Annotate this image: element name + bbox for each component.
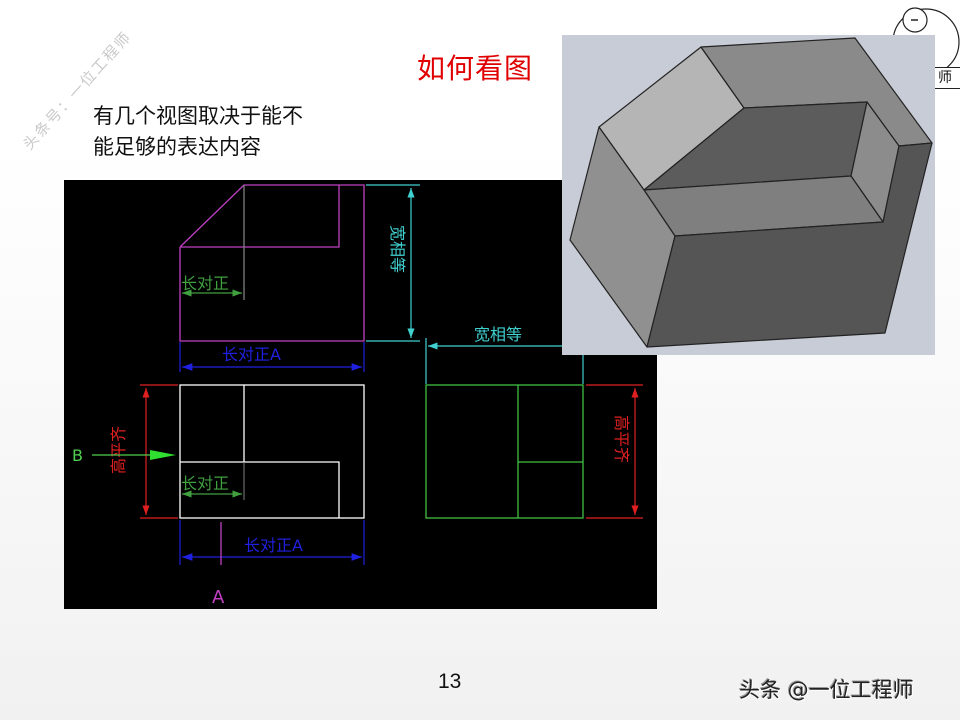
svg-text:宽相等: 宽相等 — [474, 325, 522, 344]
svg-text:长对正A: 长对正A — [222, 345, 281, 364]
top-view — [179, 184, 365, 342]
top-inner-length-dim: 长对正 — [181, 274, 242, 297]
svg-text:长对正A: 长对正A — [244, 536, 303, 555]
top-length-dim: 长对正A — [179, 342, 365, 372]
slide-title: 如何看图 — [417, 52, 534, 85]
side-view — [425, 384, 584, 519]
cad-three-view-drawing: 长对正 长对正A 宽相等 宽相等 — [64, 180, 657, 609]
page-number: 13 — [438, 670, 462, 693]
front-inner-length-dim: 长对正 — [181, 462, 245, 500]
svg-text:长对正: 长对正 — [181, 474, 229, 493]
svg-text:长对正: 长对正 — [181, 274, 229, 293]
3d-model-render — [562, 35, 935, 355]
svg-text:B: B — [72, 446, 83, 465]
svg-text:宽相等: 宽相等 — [388, 225, 407, 273]
subtitle-line-1: 有几个视图取决于能不 — [93, 104, 303, 128]
front-view — [179, 384, 365, 519]
side-height-right-dim: 高平齐 — [586, 384, 643, 519]
width-equal-horizontal-dim: 宽相等 — [425, 325, 584, 384]
logo-badge: 师 — [929, 67, 960, 89]
view-direction-b: B — [72, 446, 176, 465]
width-equal-vertical-dim: 宽相等 — [366, 184, 420, 342]
svg-text:高平齐: 高平齐 — [109, 426, 128, 474]
slide-subtitle: 有几个视图取决于能不 能足够的表达内容 — [93, 101, 393, 163]
subtitle-line-2: 能足够的表达内容 — [93, 135, 261, 159]
footer-brand: 头条 @一位工程师 — [739, 678, 914, 702]
svg-text:高平齐: 高平齐 — [612, 415, 631, 463]
front-height-left-dim: 高平齐 — [109, 384, 178, 519]
svg-text:A: A — [212, 587, 225, 608]
front-length-dim: 长对正A A — [179, 520, 365, 608]
